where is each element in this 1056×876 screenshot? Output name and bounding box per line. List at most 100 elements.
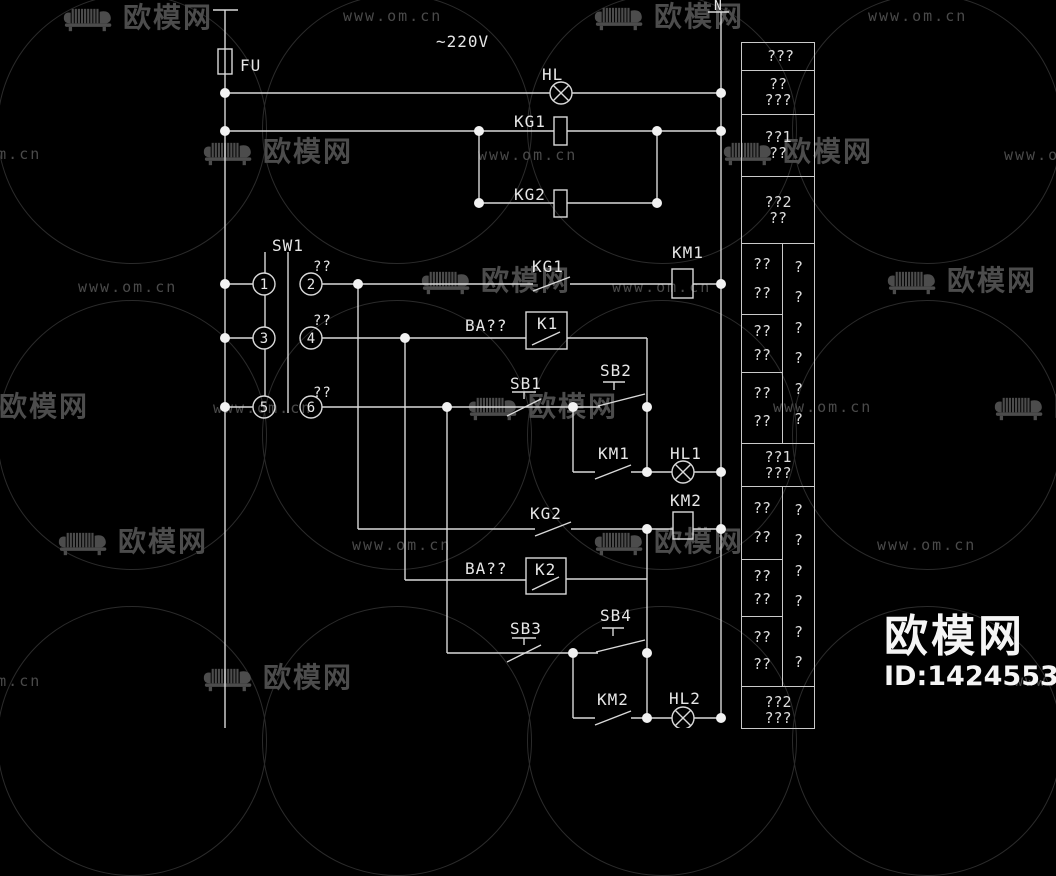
- watermark-brand-text: 欧模网: [947, 264, 1038, 297]
- lamp-hl1-label: HL1: [670, 444, 702, 463]
- table-right-column: ? ? ? ? ? ?: [783, 244, 814, 443]
- table-cell: ?: [793, 531, 804, 550]
- terminal-6: 6: [307, 400, 315, 416]
- thermostat-k1-label: K1: [537, 314, 558, 333]
- watermark-brand: 欧模网: [593, 2, 744, 32]
- switch-sw1-label: SW1: [272, 236, 304, 255]
- table-cell: ??2: [764, 693, 792, 711]
- fuse-label: FU: [240, 56, 261, 75]
- pushbutton-sb1-label: SB1: [510, 374, 542, 393]
- watermark-brand: 欧模网: [420, 266, 571, 296]
- table-left-column: ?? ?? ?? ?? ?? ??: [742, 244, 783, 443]
- table-cell: ??: [752, 590, 772, 609]
- table-cell: ??: [768, 75, 788, 93]
- sofa-icon: [63, 8, 112, 31]
- table-cell: ??: [752, 346, 772, 364]
- table-cell: ??: [752, 384, 772, 402]
- table-cell: ?: [793, 288, 804, 307]
- watermark-url: www.om.cn: [352, 536, 452, 554]
- table-subcell: ?? ??: [742, 560, 782, 617]
- sofa-icon: [594, 7, 643, 30]
- thermostat-k2-prefix: BA??: [465, 559, 508, 578]
- contact-km2-label: KM2: [597, 690, 629, 709]
- terminal-1: 1: [260, 277, 268, 293]
- coil-kg2-label: KG2: [514, 185, 546, 204]
- table-cell: ?: [793, 318, 804, 337]
- fuse-symbol: [217, 48, 233, 75]
- sofa-icon: [994, 397, 1043, 420]
- table-section: ?? ?? ?? ?? ?? ?? ? ? ? ? ? ?: [742, 487, 814, 687]
- table-cell: ?: [793, 653, 804, 672]
- table-cell: ???: [766, 47, 795, 65]
- contact-kg2-label: KG2: [530, 504, 562, 523]
- table-cell: ?: [793, 622, 804, 641]
- table-cell: ???: [764, 709, 792, 727]
- coil-kg1-label: KG1: [514, 112, 546, 131]
- lamp-hl2: [671, 706, 721, 728]
- contact-km2: [573, 710, 672, 726]
- watermark-url: www.om.cn: [868, 7, 968, 25]
- watermark-brand-text: 欧模网: [0, 390, 90, 423]
- thermostat-k1-prefix: BA??: [465, 316, 508, 335]
- terminal-4: 4: [307, 331, 315, 347]
- power-bus-left: [213, 9, 238, 728]
- table-subcell: ?? ??: [742, 487, 782, 560]
- table-subcell: ?? ??: [742, 244, 782, 315]
- thermostat-k2: [405, 557, 647, 595]
- coil-km1: [671, 268, 721, 299]
- pushbutton-sb3: [447, 637, 573, 663]
- terminal-5: 5: [260, 400, 268, 416]
- coil-km1-label: KM1: [672, 243, 704, 262]
- watermark-url: www.om.cn: [1004, 146, 1056, 164]
- terminal-2: 2: [307, 277, 315, 293]
- table-row: ??1 ??: [742, 115, 814, 177]
- table-cell: ??: [752, 499, 772, 517]
- voltage-label: ~220V: [436, 32, 489, 51]
- table-cell: ???: [764, 91, 792, 109]
- coil-km2-label: KM2: [670, 491, 702, 510]
- pushbutton-sb2: [573, 381, 646, 408]
- power-bus-neutral: [708, 11, 729, 722]
- terminal-3: 3: [260, 331, 268, 347]
- watermark-brand-text: 欧模网: [481, 264, 572, 297]
- table-cell: ??: [752, 322, 772, 340]
- terminal-6-note: ??: [313, 385, 332, 401]
- table-cell: ?: [793, 257, 804, 276]
- pushbutton-sb2-label: SB2: [600, 361, 632, 380]
- table-cell: ??: [752, 655, 772, 674]
- table-cell: ??: [752, 412, 772, 430]
- sofa-icon: [203, 142, 252, 165]
- sofa-icon: [58, 532, 107, 555]
- table-cell: ?: [793, 379, 804, 398]
- watermark-brand-text: 欧模网: [263, 135, 354, 168]
- table-subcell: ?? ??: [742, 373, 782, 442]
- table-subcell: ?? ??: [742, 617, 782, 685]
- table-row: ??2 ??: [742, 177, 814, 244]
- table-cell: ??2: [764, 192, 792, 211]
- sofa-icon: [594, 532, 643, 555]
- table-cell: ??1: [764, 447, 792, 466]
- junction-dots: [220, 88, 726, 723]
- contact-kg1-label: KG1: [532, 257, 564, 276]
- table-right-column: ? ? ? ? ? ?: [783, 487, 814, 686]
- watermark-brand: 欧模网: [993, 392, 1056, 422]
- table-cell: ??: [752, 627, 772, 646]
- table-cell: ??: [752, 528, 772, 546]
- table-cell: ??: [768, 208, 788, 227]
- pushbutton-sb4-label: SB4: [600, 606, 632, 625]
- table-cell: ??: [752, 255, 772, 274]
- watermark-brand: 欧模网: [202, 137, 353, 167]
- watermark-circle: [792, 300, 1056, 570]
- watermark-url: www.om.cn: [0, 672, 42, 690]
- table-row: ???: [742, 43, 814, 71]
- table-cell: ???: [764, 463, 792, 482]
- watermark-brand: 欧模网: [62, 3, 213, 33]
- watermark-brand-text: 欧模网: [263, 661, 354, 694]
- sofa-icon: [887, 271, 936, 294]
- table-subcell: ?? ??: [742, 315, 782, 373]
- sofa-icon: [468, 397, 517, 420]
- table-cell: ??: [752, 283, 772, 302]
- site-logo: 欧模网 ID:1424553: [884, 612, 1056, 692]
- watermark-brand-text: 欧模网: [783, 135, 874, 168]
